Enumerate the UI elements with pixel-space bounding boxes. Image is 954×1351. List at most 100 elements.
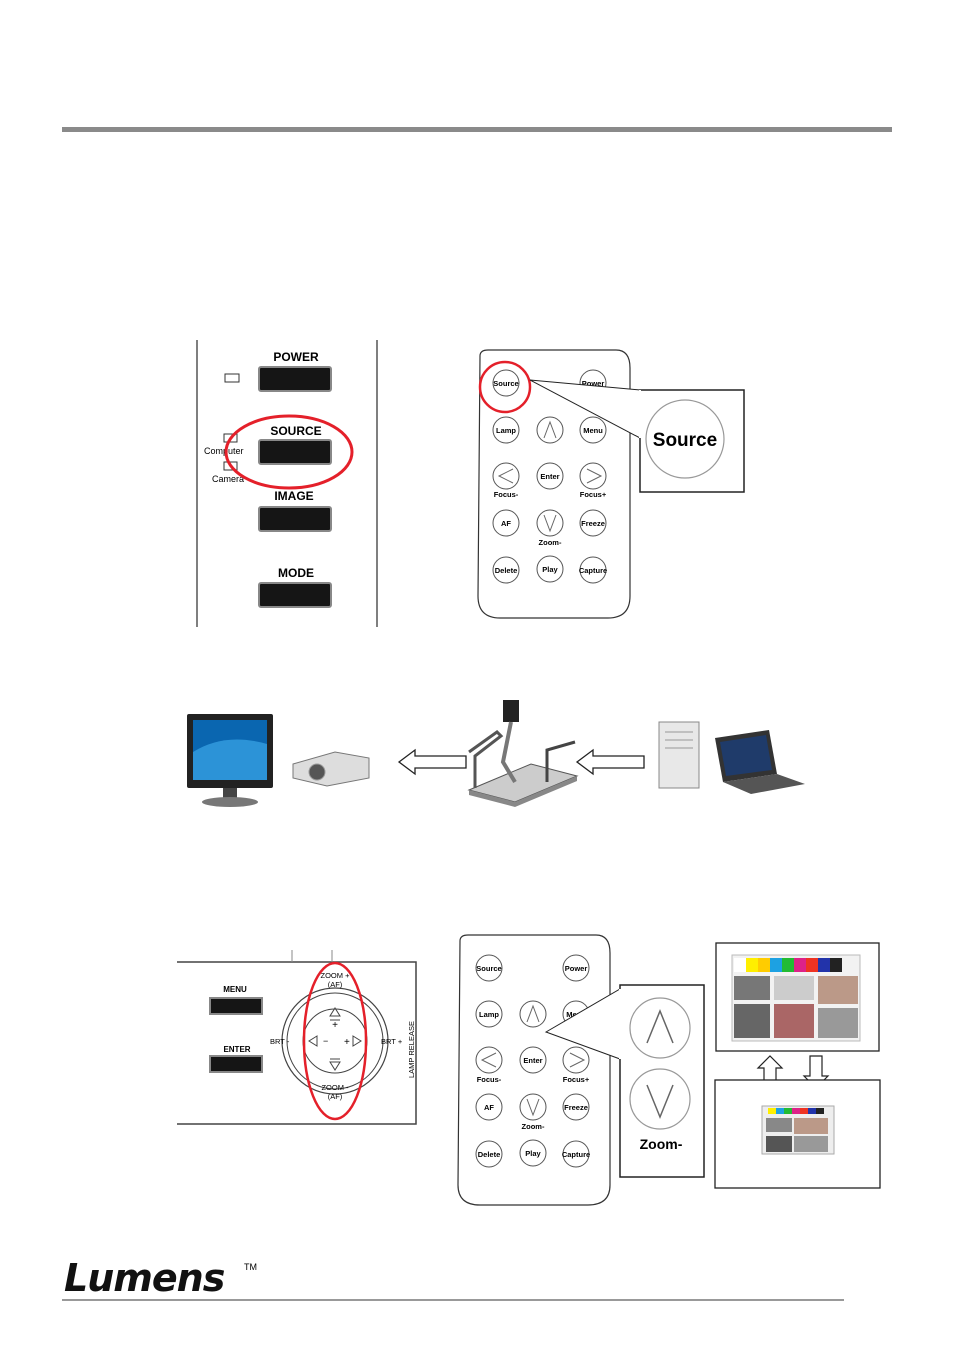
play-key-label: Play: [525, 1149, 541, 1158]
zoomed-out-test-chart: [761, 1105, 835, 1155]
menu-key[interactable]: [579, 416, 607, 444]
focus-minus-label: Focus-: [477, 1075, 502, 1084]
zoom-preview-figure: [714, 942, 881, 1189]
projector-icon: [292, 751, 370, 787]
lamp-key[interactable]: [475, 1000, 503, 1028]
zoom-plus-key[interactable]: [536, 416, 564, 444]
image-label: IMAGE: [274, 489, 313, 503]
menu-label: MENU: [223, 985, 247, 994]
brt-plus-label: BRT +: [381, 1037, 403, 1046]
focus-plus-key[interactable]: [579, 462, 607, 490]
right-arrow-icon: [586, 468, 603, 484]
focus-minus-key[interactable]: [492, 462, 520, 490]
power-key-label: Power: [565, 964, 588, 973]
menu-key-label: Menu: [583, 426, 603, 435]
control-panel-figure: POWER SOURCE Computer Camera IMAGE MODE: [196, 340, 378, 627]
lamp-key-label: Lamp: [479, 1010, 499, 1019]
freeze-key[interactable]: [579, 509, 607, 537]
camera-led-label: Camera: [212, 474, 244, 484]
source-label: SOURCE: [270, 424, 321, 438]
zoom-out-icon[interactable]: [329, 1058, 341, 1071]
delete-key-label: Delete: [495, 566, 518, 575]
up-arrow-icon: [646, 1009, 674, 1044]
zoom-minus-enlarged: [629, 1068, 691, 1130]
capture-key[interactable]: [562, 1140, 590, 1168]
svg-text:−: −: [323, 1036, 328, 1046]
capture-key-label: Capture: [579, 566, 607, 575]
play-key[interactable]: [536, 555, 564, 583]
remote-figure-1: Source Power Lamp Menu Focus- Enter Focu…: [477, 349, 745, 619]
connection-diagram: [187, 700, 805, 807]
source-key[interactable]: [492, 369, 520, 397]
nav-ring[interactable]: [281, 987, 389, 1095]
power-label: POWER: [273, 350, 319, 364]
header-rule: [62, 127, 892, 132]
zoom-highlight-ellipse: [302, 961, 368, 1121]
af-key[interactable]: [492, 509, 520, 537]
footer-rule: [62, 1299, 844, 1301]
zoom-plus-key[interactable]: [519, 1000, 547, 1028]
down-arrow-icon: [526, 1098, 540, 1117]
remote-figure-2: Source Power Lamp Menu Focus- Enter Focu…: [457, 934, 705, 1206]
source-key-label: Source: [476, 964, 501, 973]
enter-key[interactable]: [519, 1046, 547, 1074]
focus-minus-key[interactable]: [475, 1046, 503, 1074]
up-arrow-icon: [543, 420, 557, 439]
play-key[interactable]: [519, 1139, 547, 1167]
af-key-label: AF: [484, 1103, 494, 1112]
right-arrow-icon: [569, 1052, 586, 1068]
power-key[interactable]: [562, 954, 590, 982]
zoom-minus-key[interactable]: [536, 509, 564, 537]
play-key-label: Play: [542, 565, 558, 574]
enter-button[interactable]: [209, 1055, 263, 1073]
focus-plus-label: Focus+: [580, 490, 607, 499]
power-key-label: Power: [582, 379, 605, 388]
svg-text:+: +: [332, 1020, 338, 1031]
enter-key-label: Enter: [523, 1056, 542, 1065]
enter-key[interactable]: [536, 462, 564, 490]
power-button[interactable]: [258, 366, 332, 392]
down-arrow-icon: [646, 1084, 674, 1119]
brightness-up-icon[interactable]: [352, 1035, 362, 1047]
document-camera-icon: [467, 700, 579, 807]
menu-button[interactable]: [209, 997, 263, 1015]
source-key[interactable]: [475, 954, 503, 982]
brt-minus-label: BRT -: [270, 1037, 290, 1046]
zoom-minus-af-label: (AF): [328, 1092, 343, 1101]
af-key[interactable]: [475, 1093, 503, 1121]
up-arrow-icon: [526, 1004, 540, 1023]
image-button[interactable]: [258, 506, 332, 532]
brightness-down-icon[interactable]: [308, 1035, 318, 1047]
freeze-key-label: Freeze: [581, 519, 605, 528]
mode-button[interactable]: [258, 582, 332, 608]
power-led: [224, 373, 240, 383]
mode-label: MODE: [278, 566, 314, 580]
delete-key[interactable]: [492, 556, 520, 584]
delete-key[interactable]: [475, 1140, 503, 1168]
left-arrow-icon: [497, 468, 514, 484]
focus-plus-label: Focus+: [563, 1075, 590, 1084]
zoom-minus-label: Zoom-: [539, 538, 562, 547]
lamp-key[interactable]: [492, 416, 520, 444]
delete-key-label: Delete: [478, 1150, 501, 1159]
zoom-plus-label: ZOOM +: [321, 971, 351, 980]
zoom-minus-key[interactable]: [519, 1093, 547, 1121]
source-button[interactable]: [258, 439, 332, 465]
computer-led-label: Computer: [204, 446, 244, 456]
zoom-in-icon[interactable]: [329, 1007, 341, 1021]
source-key-enlarged-label: Source: [653, 430, 717, 451]
capture-key[interactable]: [579, 556, 607, 584]
freeze-key[interactable]: [562, 1093, 590, 1121]
source-key-enlarged: [645, 399, 725, 479]
focus-minus-label: Focus-: [494, 490, 519, 499]
lumens-logo: Lumens: [64, 1256, 225, 1300]
trademark-mark: TM: [244, 1262, 257, 1272]
zoomed-in-test-chart: [731, 954, 861, 1042]
focus-plus-key[interactable]: [562, 1046, 590, 1074]
zoom-panel-figure: MENU ENTER ZOOM + (AF) ZOOM - (AF) BRT -…: [177, 950, 417, 1125]
desktop-computer-icon: [658, 721, 700, 789]
zoom-plus-enlarged: [629, 997, 691, 1059]
left-arrow-icon: [575, 748, 645, 776]
zoom-minus-label: Zoom-: [522, 1122, 545, 1131]
zoom-minus-enlarged-label: Zoom-: [640, 1136, 683, 1152]
